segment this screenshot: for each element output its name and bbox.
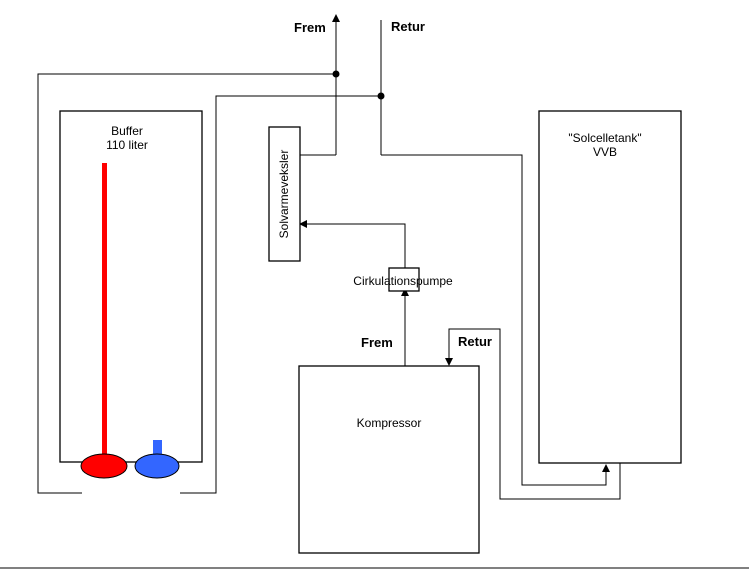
cirkulationspumpe-label: Cirkulationspumpe	[353, 274, 453, 288]
compressor-frem-label: Frem	[361, 335, 393, 350]
kompressor-label: Kompressor	[357, 416, 422, 430]
solcelletank-box	[538, 110, 682, 464]
tank-inlet-arrow-icon	[602, 464, 610, 472]
buffer-title: Buffer	[111, 124, 143, 138]
buffer-return-pipe	[180, 95, 381, 494]
buffer-tank	[59, 110, 203, 463]
vvb-label: VVB	[593, 145, 617, 159]
top-frem-pipe	[332, 14, 340, 155]
kompressor-box	[298, 365, 480, 554]
exchanger-inlet-arrow-icon	[299, 220, 307, 228]
compressor-retur-arrow-icon	[445, 358, 453, 366]
tank-to-compressor-pipe	[448, 328, 621, 500]
junction-dot-retur	[377, 92, 385, 100]
cold-element	[134, 453, 180, 479]
compressor-retur-label: Retur	[458, 334, 492, 349]
buffer-volume: 110 liter	[106, 138, 148, 152]
solvarmeveksler-box	[268, 126, 301, 262]
solcelletank-label: "Solcelletank"	[568, 131, 641, 145]
pump-to-exchanger-pipe	[304, 223, 406, 268]
retur-to-tank-pipe	[381, 154, 607, 486]
hot-rod	[102, 163, 107, 461]
top-frem-label: Frem	[294, 20, 326, 35]
top-retur-label: Retur	[391, 19, 425, 34]
junction-dot-frem	[332, 70, 340, 78]
hot-element	[80, 453, 128, 479]
solvarmeveksler-label: Solvarmeveksler	[277, 150, 291, 239]
cold-stub	[153, 440, 162, 457]
pump-outlet-arrow-icon	[401, 288, 409, 296]
buffer-supply-pipe	[37, 73, 336, 494]
cirkulationspumpe-box	[388, 267, 420, 292]
